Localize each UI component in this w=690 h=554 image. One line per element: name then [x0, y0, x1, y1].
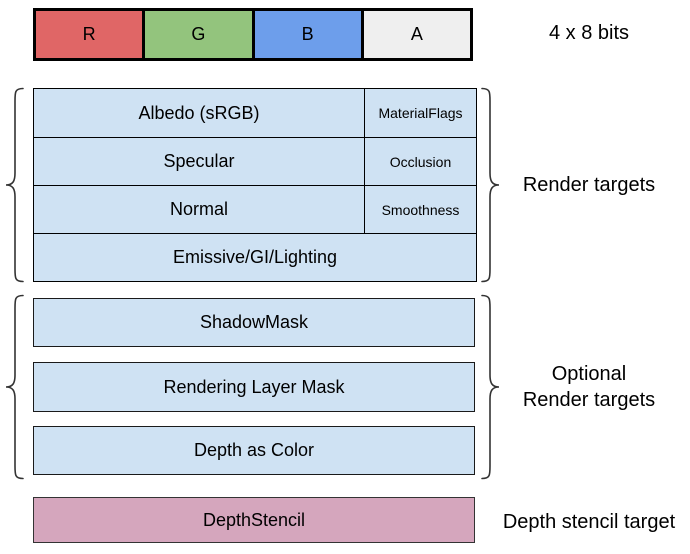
cell-occlusion: Occlusion — [364, 137, 476, 185]
brace-left-optional-icon — [5, 294, 24, 480]
bit-cell-a: A — [360, 11, 470, 58]
optional-label-line1: Optional — [551, 363, 627, 385]
bit-cell-r: R — [36, 11, 143, 58]
depth-stencil-label: Depth stencil target — [502, 511, 676, 533]
box-rendering-layer-mask: Rendering Layer Mask — [33, 362, 475, 412]
optional-label-line2: Render targets — [522, 389, 656, 411]
brace-left-render-targets-icon — [5, 87, 24, 283]
box-shadowmask: ShadowMask — [33, 298, 475, 347]
bit-cell-g: G — [142, 11, 252, 58]
render-targets-table: Albedo (sRGB) MaterialFlags Specular Occ… — [33, 88, 477, 282]
box-depthstencil: DepthStencil — [33, 497, 475, 543]
bit-depth-label: 4 x 8 bits — [548, 22, 630, 44]
brace-right-optional-icon — [481, 294, 500, 480]
cell-emissive: Emissive/GI/Lighting — [34, 233, 476, 281]
cell-normal: Normal — [34, 185, 364, 233]
cell-specular: Specular — [34, 137, 364, 185]
brace-right-render-targets-icon — [481, 87, 500, 283]
cell-smoothness: Smoothness — [364, 185, 476, 233]
cell-albedo: Albedo (sRGB) — [34, 89, 364, 137]
box-depth-as-color: Depth as Color — [33, 426, 475, 475]
cell-materialflags: MaterialFlags — [364, 89, 476, 137]
rgba-bit-bar: R G B A — [33, 8, 473, 61]
optional-render-targets-label: Optional Render targets — [488, 361, 690, 413]
render-targets-label: Render targets — [522, 174, 656, 196]
bit-cell-b: B — [251, 11, 361, 58]
